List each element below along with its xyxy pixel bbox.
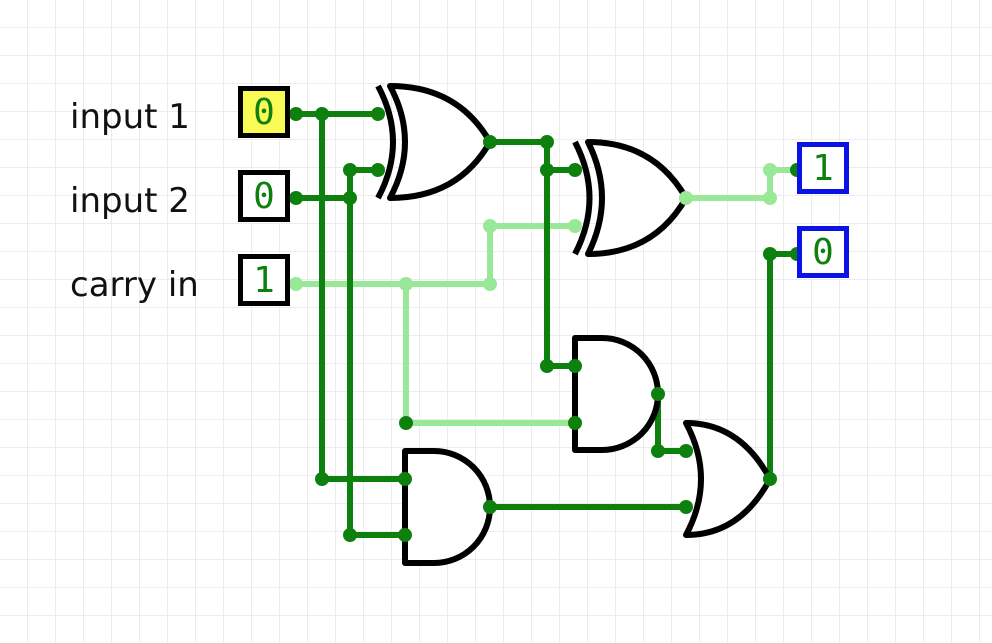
wire-junction: [763, 247, 777, 261]
wire-sum-output: [686, 167, 797, 201]
wire-junction: [315, 472, 329, 486]
input-1-toggle[interactable]: 0: [238, 86, 290, 138]
wire-junction: [399, 277, 413, 291]
wire-carry-output: [767, 251, 797, 479]
wire-junction: [568, 416, 582, 430]
wire-junction: [651, 444, 665, 458]
wire-in2-to-and2: [347, 198, 405, 538]
wire-xor1-to-xor2: [490, 139, 575, 173]
wire-xor1-to-and1: [544, 142, 575, 369]
wire-junction: [399, 416, 413, 430]
wire-junction: [540, 359, 554, 373]
wire-carry-to-xor2: [296, 223, 575, 287]
wire-junction: [763, 472, 777, 486]
and-gate-2: [402, 448, 493, 566]
wire-junction: [540, 163, 554, 177]
wire-junction: [315, 107, 329, 121]
carry-in-toggle[interactable]: 1: [238, 254, 290, 306]
or-gate: [683, 420, 773, 538]
wire-junction: [679, 191, 693, 205]
input-2-label: input 2: [70, 181, 190, 221]
active-junctions: [289, 163, 777, 291]
wire-junction: [289, 191, 303, 205]
wire-junction: [679, 500, 693, 514]
wire-junction: [483, 219, 497, 233]
carry-output: 0: [797, 226, 849, 278]
wire-junction: [343, 191, 357, 205]
input-1-label: input 1: [70, 97, 190, 137]
wire-junction: [371, 107, 385, 121]
wire-junction: [568, 163, 582, 177]
sum-output: 1: [797, 142, 849, 194]
wire-junction: [343, 163, 357, 177]
wire-junction: [651, 387, 665, 401]
input-2-toggle[interactable]: 0: [238, 170, 290, 222]
wire-junction: [398, 528, 412, 542]
wire-junction: [568, 219, 582, 233]
xor-gate-2: [572, 139, 689, 257]
wire-junction: [483, 135, 497, 149]
wire-junction: [763, 191, 777, 205]
wire-junction: [371, 163, 385, 177]
wire-junction: [568, 359, 582, 373]
wire-junction: [483, 500, 497, 514]
wire-junction: [289, 107, 303, 121]
wire-junction: [398, 472, 412, 486]
wire-junction: [483, 277, 497, 291]
wire-junction: [289, 277, 303, 291]
wire-in2-to-xor1: [296, 167, 378, 201]
wire-junction: [540, 135, 554, 149]
wire-junction: [679, 444, 693, 458]
xor-gate-1: [375, 83, 493, 201]
wire-junction: [763, 163, 777, 177]
wire-junction: [343, 528, 357, 542]
wire-and1-to-or: [655, 394, 686, 454]
carry-in-label: carry in: [70, 265, 199, 305]
inactive-junctions: [289, 107, 804, 542]
and-gate-1: [572, 335, 661, 453]
